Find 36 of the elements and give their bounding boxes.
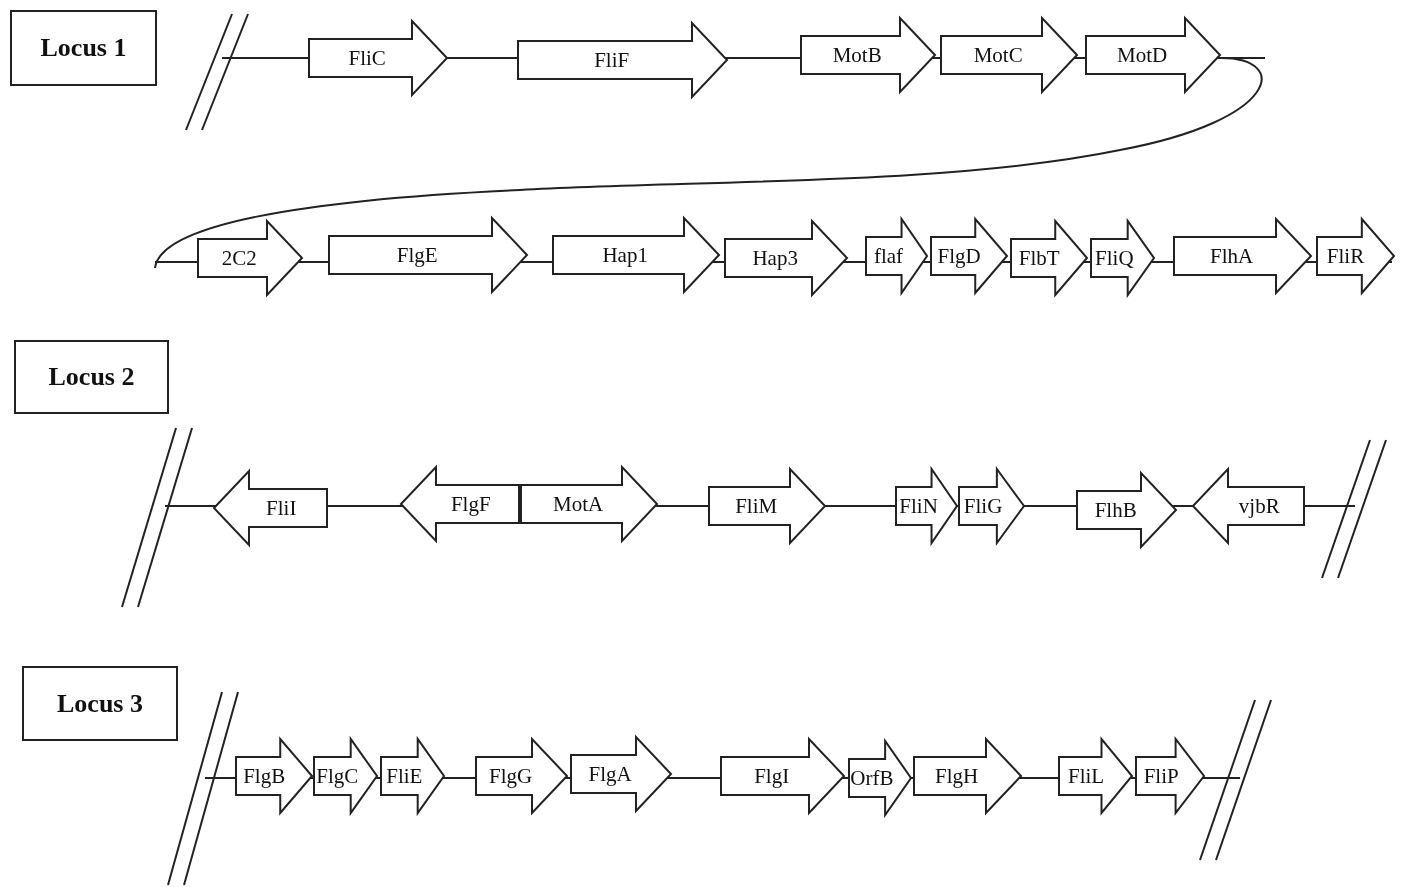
gene-symbol: FliI — [213, 470, 328, 546]
gene-symbol: FlgD — [930, 218, 1008, 294]
gene-symbol: MotC — [940, 17, 1078, 93]
gene-symbol: FliR — [1316, 218, 1395, 294]
gene-symbol: MotB — [800, 17, 936, 93]
gene-symbol: FliP — [1135, 738, 1205, 814]
gene-symbol: MotD — [1085, 17, 1221, 93]
locus-label-box: Locus 1 — [10, 10, 157, 86]
gene-symbol: FlgB — [235, 738, 313, 814]
gene-symbol: FliC — [308, 20, 448, 96]
gene-symbol: FlgG — [475, 738, 568, 814]
gene-symbol: FlgA — [570, 736, 672, 812]
gene-symbol: FlgE — [328, 217, 528, 293]
gene-symbol: MotA — [520, 466, 658, 542]
gene-symbol: 2C2 — [197, 220, 303, 296]
gene-symbol: vjbR — [1192, 468, 1305, 544]
gene-symbol: FliE — [380, 738, 445, 814]
gene-symbol: FliL — [1058, 738, 1133, 814]
gene-symbol: FlbT — [1010, 220, 1088, 296]
gene-symbol: FlgC — [313, 738, 378, 814]
locus-label-box: Locus 3 — [22, 666, 178, 741]
gene-symbol: FlhA — [1173, 218, 1312, 294]
gene-symbol: FliG — [958, 468, 1025, 544]
gene-symbol: flaf — [865, 218, 928, 294]
gene-symbol: FlgI — [720, 738, 845, 814]
gene-symbol: Hap3 — [724, 220, 848, 296]
gene-symbol: OrfB — [848, 740, 912, 816]
gene-symbol: FlgH — [913, 738, 1022, 814]
gene-symbol: FlgF — [400, 466, 520, 542]
gene-symbol: FliQ — [1090, 220, 1155, 296]
gene-symbol: FliN — [895, 468, 958, 544]
gene-symbol: FliF — [517, 22, 728, 98]
gene-symbol: Hap1 — [552, 217, 720, 293]
locus-label-box: Locus 2 — [14, 340, 169, 414]
gene-symbol: FliM — [708, 468, 826, 544]
gene-symbol: FlhB — [1076, 472, 1177, 548]
